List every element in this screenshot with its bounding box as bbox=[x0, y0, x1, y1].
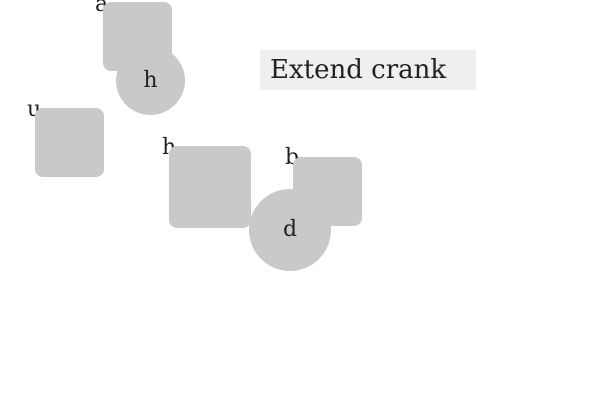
instruction-text: Extend crank bbox=[260, 50, 476, 90]
shape-d-circle[interactable]: d bbox=[249, 189, 331, 271]
shape-d-circle-label: d bbox=[282, 217, 298, 242]
shape-h-rounded-square[interactable] bbox=[169, 146, 251, 228]
shape-h-circle-label: h bbox=[143, 67, 158, 93]
shape-u-rounded-square[interactable] bbox=[35, 108, 104, 177]
shape-h-circle[interactable]: h bbox=[116, 46, 185, 115]
